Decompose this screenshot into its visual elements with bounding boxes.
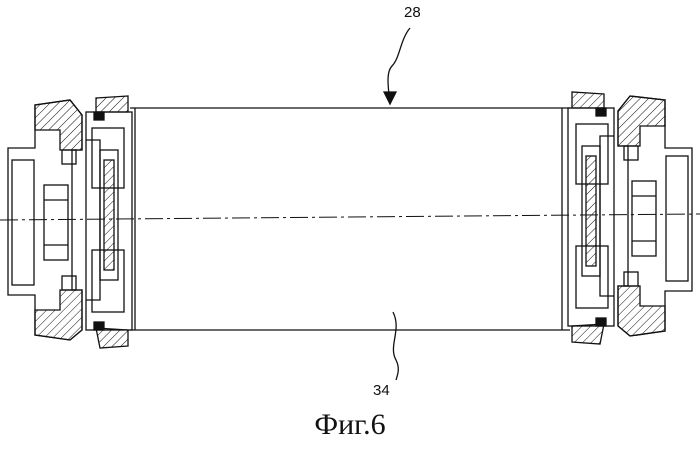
reference-label-28: 28 bbox=[404, 4, 421, 21]
leader-34 bbox=[393, 312, 398, 380]
left-bearing-assembly bbox=[8, 96, 132, 348]
arrowhead-28 bbox=[384, 92, 396, 104]
reference-label-34: 34 bbox=[373, 382, 390, 399]
figure-caption: Фиг.6 bbox=[0, 408, 700, 442]
right-bearing-assembly bbox=[568, 92, 692, 344]
cylinder-body bbox=[130, 108, 570, 330]
